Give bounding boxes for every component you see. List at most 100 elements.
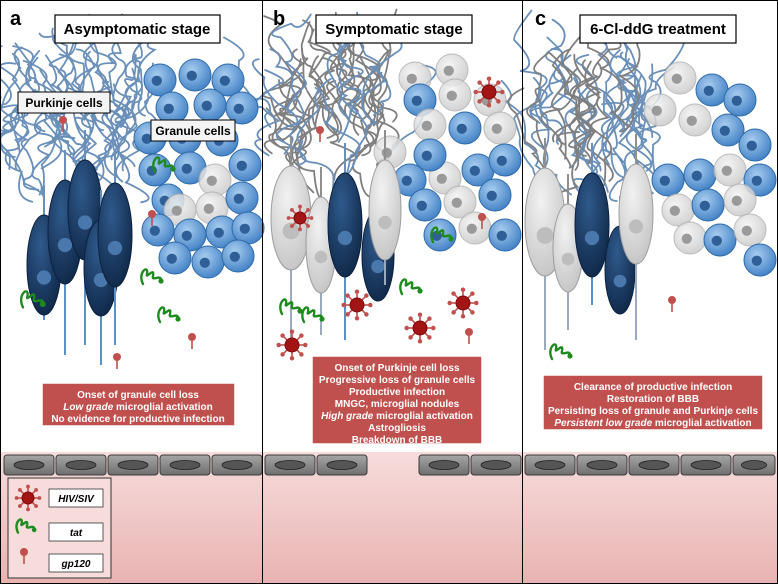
virus-spike-tip — [354, 289, 360, 294]
granule-cell — [403, 83, 437, 117]
granule-cell — [738, 128, 772, 162]
granule-cell — [393, 163, 427, 197]
purkinje-nucleus — [628, 219, 644, 234]
granule-nucleus — [659, 175, 670, 186]
virus-spike-tip — [290, 208, 294, 212]
note-text-rest: microglial activation — [113, 402, 212, 413]
granule-cell — [178, 58, 212, 92]
purkinje-body — [327, 172, 363, 278]
purkinje-nucleus — [314, 250, 328, 264]
virus-spike-tip — [354, 316, 360, 321]
virus-spike-tip — [460, 287, 466, 292]
tat-head — [567, 353, 573, 359]
dendrite-branch — [273, 21, 311, 117]
granule-nucleus — [746, 140, 757, 151]
tat-head — [39, 301, 46, 307]
granule-nucleus — [199, 257, 210, 268]
granule-cell — [408, 188, 442, 222]
virus-spike-tip — [345, 312, 350, 317]
virus-spike-tip — [364, 293, 369, 298]
virus-spike-tip — [303, 342, 308, 348]
note-text-rest: microglial activation — [373, 411, 472, 422]
endothelial-cell — [264, 454, 316, 476]
note-line: Astrogliosis — [368, 423, 426, 434]
granule-cell — [221, 239, 255, 273]
dendrite-branch — [296, 77, 335, 191]
tat-head — [31, 527, 37, 533]
dendrite-branch — [4, 94, 34, 203]
endothelial-nucleus — [586, 460, 618, 470]
virus-spike-tip — [417, 312, 423, 317]
purkinje-cell — [327, 143, 363, 340]
tat-head — [175, 316, 181, 322]
tat-coil — [157, 306, 180, 324]
granule-nucleus — [411, 95, 422, 106]
virus-spike-tip — [286, 216, 291, 220]
gp120-head — [113, 353, 121, 361]
purkinje-nucleus — [371, 259, 385, 274]
tat-protein — [301, 306, 325, 324]
tat-coil — [15, 518, 36, 534]
gp120-head — [668, 296, 676, 304]
granule-nucleus — [491, 123, 502, 134]
virus-spike-tip — [34, 504, 38, 508]
note-text-rest: microglial activation — [652, 418, 751, 429]
dendrite-branch — [572, 91, 614, 194]
granule-cell — [141, 213, 175, 247]
granule-cell — [225, 91, 259, 125]
virus-core — [481, 84, 497, 100]
virus-spike-tip — [451, 291, 456, 296]
dendrite-branch — [291, 48, 339, 139]
granule-nucleus — [446, 90, 457, 101]
gp120-protein — [478, 213, 486, 229]
granule-cell — [483, 111, 517, 145]
endothelial-nucleus — [221, 460, 253, 470]
dendrite-branch — [84, 50, 120, 161]
virus-spike-tip — [460, 314, 466, 319]
granule-cell — [683, 158, 717, 192]
note-line: Productive infection — [349, 387, 445, 398]
granule-cell — [691, 188, 725, 222]
tat-protein — [152, 156, 176, 174]
virus-particle — [276, 329, 308, 361]
panel-b-title: Symptomatic stage — [325, 21, 463, 38]
granule-cell — [163, 193, 197, 227]
purkinje-body — [574, 172, 610, 278]
purkinje-cell — [270, 136, 312, 350]
granule-nucleus — [466, 223, 477, 234]
tat-protein — [157, 306, 181, 324]
panel-a-note-box — [41, 382, 236, 427]
virus-spike-tip — [447, 300, 452, 306]
granule-cell — [458, 211, 492, 245]
purkinje-nucleus — [613, 274, 627, 288]
virus-spike-tip — [427, 335, 432, 340]
granule-nucleus — [741, 225, 752, 236]
virus-icon — [14, 484, 42, 512]
gp120-protein — [113, 353, 121, 369]
granule-nucleus — [181, 230, 192, 241]
dendrite-branch — [291, 47, 327, 170]
granule-cell — [695, 73, 729, 107]
panel-b-title-box — [315, 14, 473, 44]
virus-spike-tip — [408, 316, 413, 321]
granule-nucleus — [163, 103, 174, 114]
gp120-protein — [316, 126, 324, 142]
granule-cell — [488, 218, 522, 252]
granule-nucleus — [451, 197, 462, 208]
granule-cell — [191, 245, 225, 279]
endothelial-cell — [576, 454, 628, 476]
granule-cell — [448, 111, 482, 145]
granule-label-box — [150, 119, 236, 142]
virus-spike-tip — [298, 227, 302, 232]
purkinje-nucleus — [57, 237, 73, 253]
purkinje-label: Purkinje cells — [25, 96, 103, 110]
gp120-protein — [188, 333, 196, 349]
gp120-protein — [668, 296, 676, 312]
tat-coil — [399, 278, 422, 296]
granule-nucleus — [171, 205, 182, 216]
dendrite-branch — [326, 80, 375, 199]
gp120-protein — [148, 210, 156, 226]
granule-cell — [723, 183, 757, 217]
